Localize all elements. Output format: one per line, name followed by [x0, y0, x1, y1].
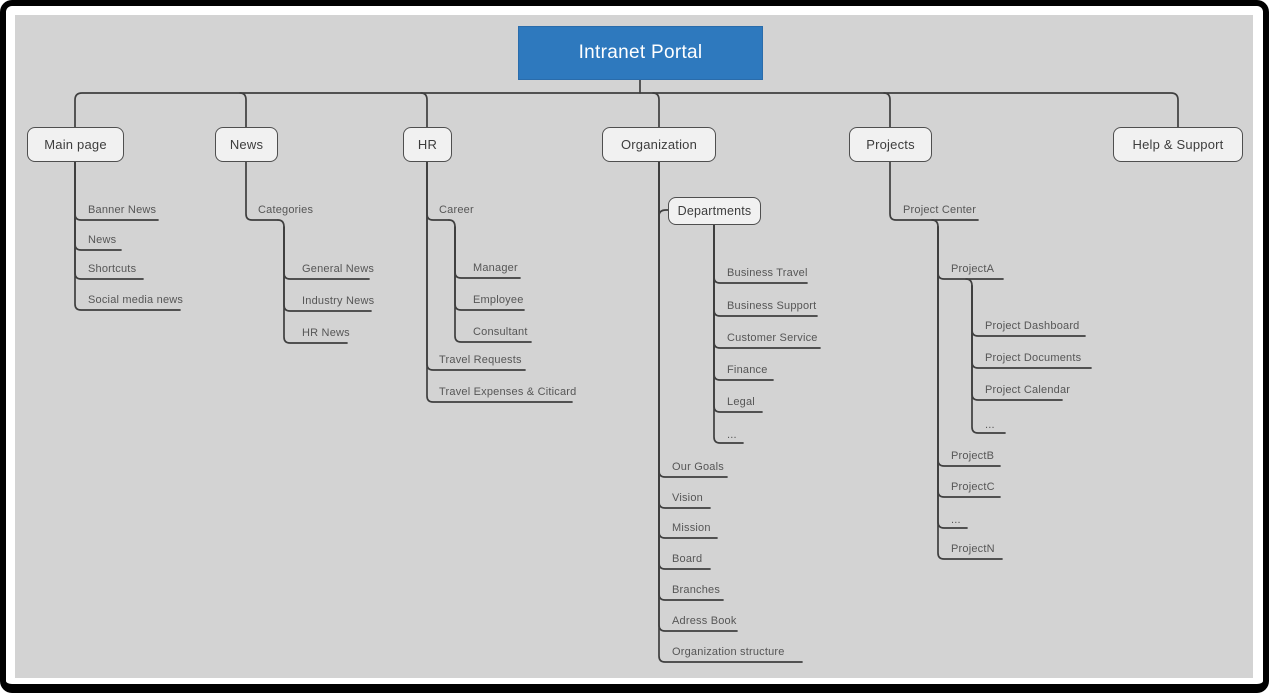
diagram-canvas — [15, 15, 1253, 678]
node-business-travel: Business Travel — [727, 267, 808, 279]
node-career: Career — [439, 204, 474, 216]
node-projects-ellipsis: ... — [951, 514, 961, 526]
node-projecta-ellipsis: ... — [985, 419, 995, 431]
branch-box-hr: HR — [403, 127, 452, 162]
node-mission: Mission — [672, 522, 711, 534]
branch-box-news: News — [215, 127, 278, 162]
node-consultant: Consultant — [473, 326, 528, 338]
node-projectc: ProjectC — [951, 481, 995, 493]
node-industry-news: Industry News — [302, 295, 375, 307]
node-banner-news: Banner News — [88, 204, 157, 216]
root-node-intranet-portal: Intranet Portal — [518, 26, 763, 80]
node-employee: Employee — [473, 294, 524, 306]
node-project-calendar: Project Calendar — [985, 384, 1071, 396]
node-projectn: ProjectN — [951, 543, 995, 555]
node-our-goals: Our Goals — [672, 461, 724, 473]
node-projecta: ProjectA — [951, 263, 995, 275]
node-general-news: General News — [302, 263, 375, 275]
branch-box-projects: Projects — [849, 127, 932, 162]
node-projectb: ProjectB — [951, 450, 995, 462]
branch-box-help-support: Help & Support — [1113, 127, 1243, 162]
node-travel-requests: Travel Requests — [439, 354, 522, 366]
node-vision: Vision — [672, 492, 703, 504]
node-news-item: News — [88, 234, 117, 246]
node-legal: Legal — [727, 396, 755, 408]
node-project-dashboard: Project Dashboard — [985, 320, 1080, 332]
branch-box-organization: Organization — [602, 127, 716, 162]
node-organization-structure: Organization structure — [672, 646, 785, 658]
node-categories: Categories — [258, 204, 314, 216]
node-box-departments: Departments — [668, 197, 761, 225]
node-adress-book: Adress Book — [672, 615, 737, 627]
branch-box-main-page: Main page — [27, 127, 124, 162]
node-project-center: Project Center — [903, 204, 977, 216]
node-social-media-news: Social media news — [88, 294, 184, 306]
node-shortcuts: Shortcuts — [88, 263, 137, 275]
node-manager: Manager — [473, 262, 518, 274]
node-departments-ellipsis: ... — [727, 429, 737, 441]
node-hr-news: HR News — [302, 327, 350, 339]
node-branches: Branches — [672, 584, 721, 596]
node-board: Board — [672, 553, 703, 565]
node-travel-expenses-citicard: Travel Expenses & Citicard — [439, 386, 577, 398]
node-finance: Finance — [727, 364, 768, 376]
node-project-documents: Project Documents — [985, 352, 1082, 364]
node-customer-service: Customer Service — [727, 332, 818, 344]
node-business-support: Business Support — [727, 300, 817, 312]
